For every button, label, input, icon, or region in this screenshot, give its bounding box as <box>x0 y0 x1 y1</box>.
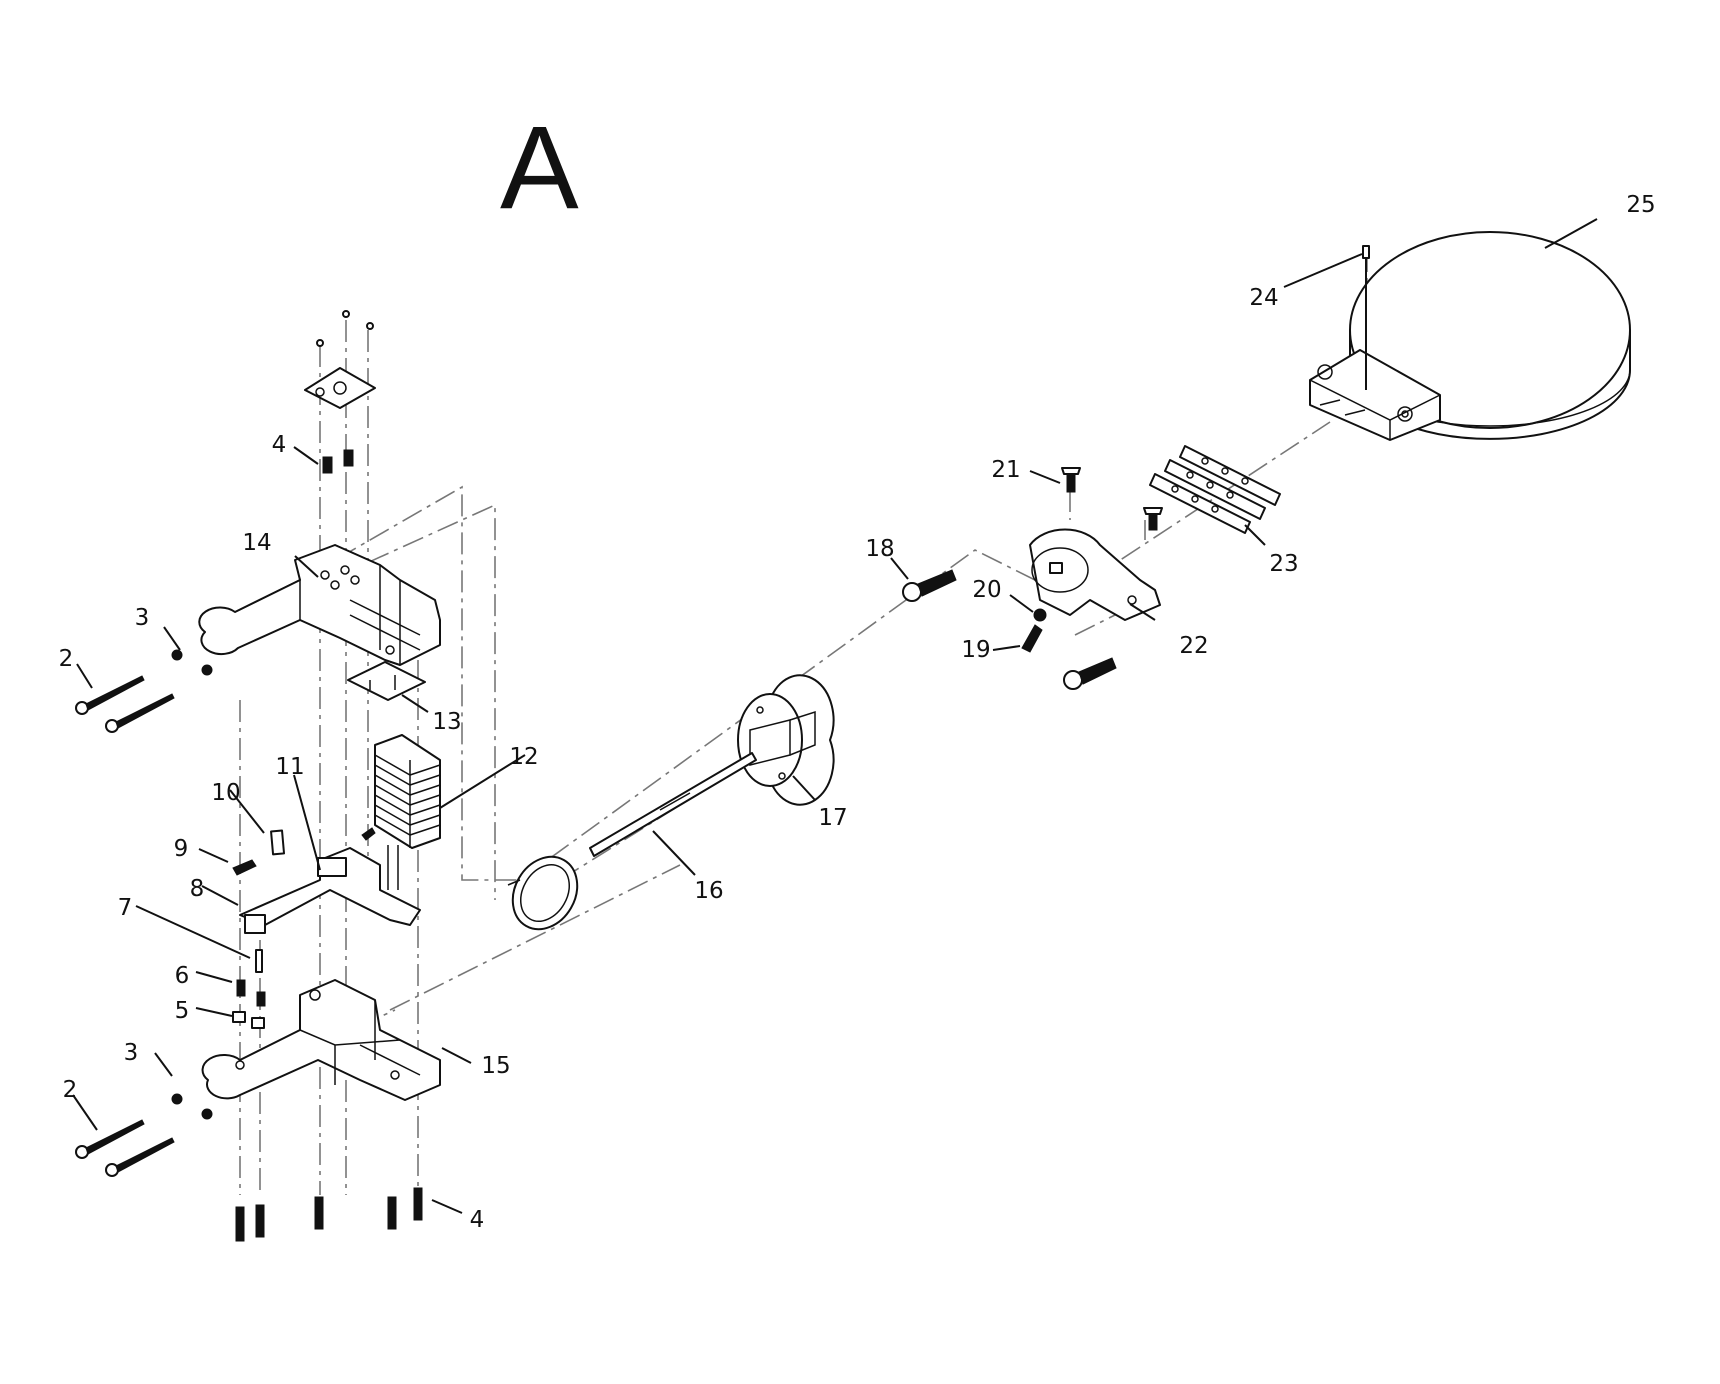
part-14-upper-housing <box>198 544 441 666</box>
screw-21 <box>1061 467 1081 493</box>
callout-13: 13 <box>432 709 461 735</box>
callout-12: 12 <box>509 744 538 770</box>
callout-15: 15 <box>481 1053 510 1079</box>
callout-21: 21 <box>991 457 1020 483</box>
bolts-2-lower <box>75 1119 175 1177</box>
screw-19 <box>1021 624 1043 653</box>
part-23-shim-plates <box>1149 445 1281 534</box>
bolts-2-upper <box>75 675 175 733</box>
screws-4-top <box>322 449 354 474</box>
view-letter: A <box>500 102 579 234</box>
callout-17: 17 <box>818 805 847 831</box>
part-15-lower-housing <box>201 979 441 1101</box>
screw-18b <box>1063 657 1117 690</box>
screw-18 <box>902 569 957 602</box>
callout-11: 11 <box>275 754 304 780</box>
part-6-bolt <box>236 979 266 1007</box>
washers-3-upper <box>171 649 213 676</box>
part-17-flange-block <box>737 674 835 806</box>
callout-10: 10 <box>211 780 240 806</box>
part-5-spacer <box>232 1011 265 1029</box>
washers-3-lower <box>171 1093 213 1120</box>
part-10-clip <box>270 829 286 856</box>
top-pins <box>316 310 374 347</box>
part-12-heat-sink <box>361 734 441 890</box>
callout-8: 8 <box>190 876 205 902</box>
callout-5: 5 <box>175 998 190 1024</box>
part-9-screw <box>232 859 257 876</box>
screws-4-bottom <box>235 1187 423 1242</box>
callout-24: 24 <box>1249 285 1278 311</box>
part-11-circuit-board <box>239 847 421 934</box>
callout-25: 25 <box>1626 192 1655 218</box>
part-16-shaft <box>589 752 757 857</box>
callout-6: 6 <box>175 963 190 989</box>
top-gasket-plate <box>304 367 376 409</box>
leader-lines <box>72 218 1598 1214</box>
callout-16: 16 <box>694 878 723 904</box>
callout-23: 23 <box>1269 551 1298 577</box>
callout-2-bottom: 2 <box>63 1077 78 1103</box>
callout-4-top: 4 <box>272 432 287 458</box>
callout-19: 19 <box>961 637 990 663</box>
callout-3-top: 3 <box>135 605 150 631</box>
part-25-round-platter <box>1309 231 1631 441</box>
callout-2-top: 2 <box>59 646 74 672</box>
callout-22: 22 <box>1179 633 1208 659</box>
part-22-mounting-bracket <box>1029 528 1161 621</box>
callout-numbers: 25 24 23 21 22 18 20 19 17 16 12 13 14 4… <box>59 192 1656 1233</box>
callout-3-bottom: 3 <box>124 1040 139 1066</box>
part-16-ring <box>507 855 579 931</box>
callout-7: 7 <box>118 895 133 921</box>
callout-4-bottom: 4 <box>470 1207 485 1233</box>
screw-21b <box>1143 507 1163 531</box>
callout-20: 20 <box>972 577 1001 603</box>
callout-9: 9 <box>174 836 189 862</box>
ball-20 <box>1033 608 1047 622</box>
part-13-cover-plate <box>347 661 426 701</box>
callout-18: 18 <box>865 536 894 562</box>
part-7-pin <box>255 949 263 973</box>
callout-14: 14 <box>242 530 271 556</box>
